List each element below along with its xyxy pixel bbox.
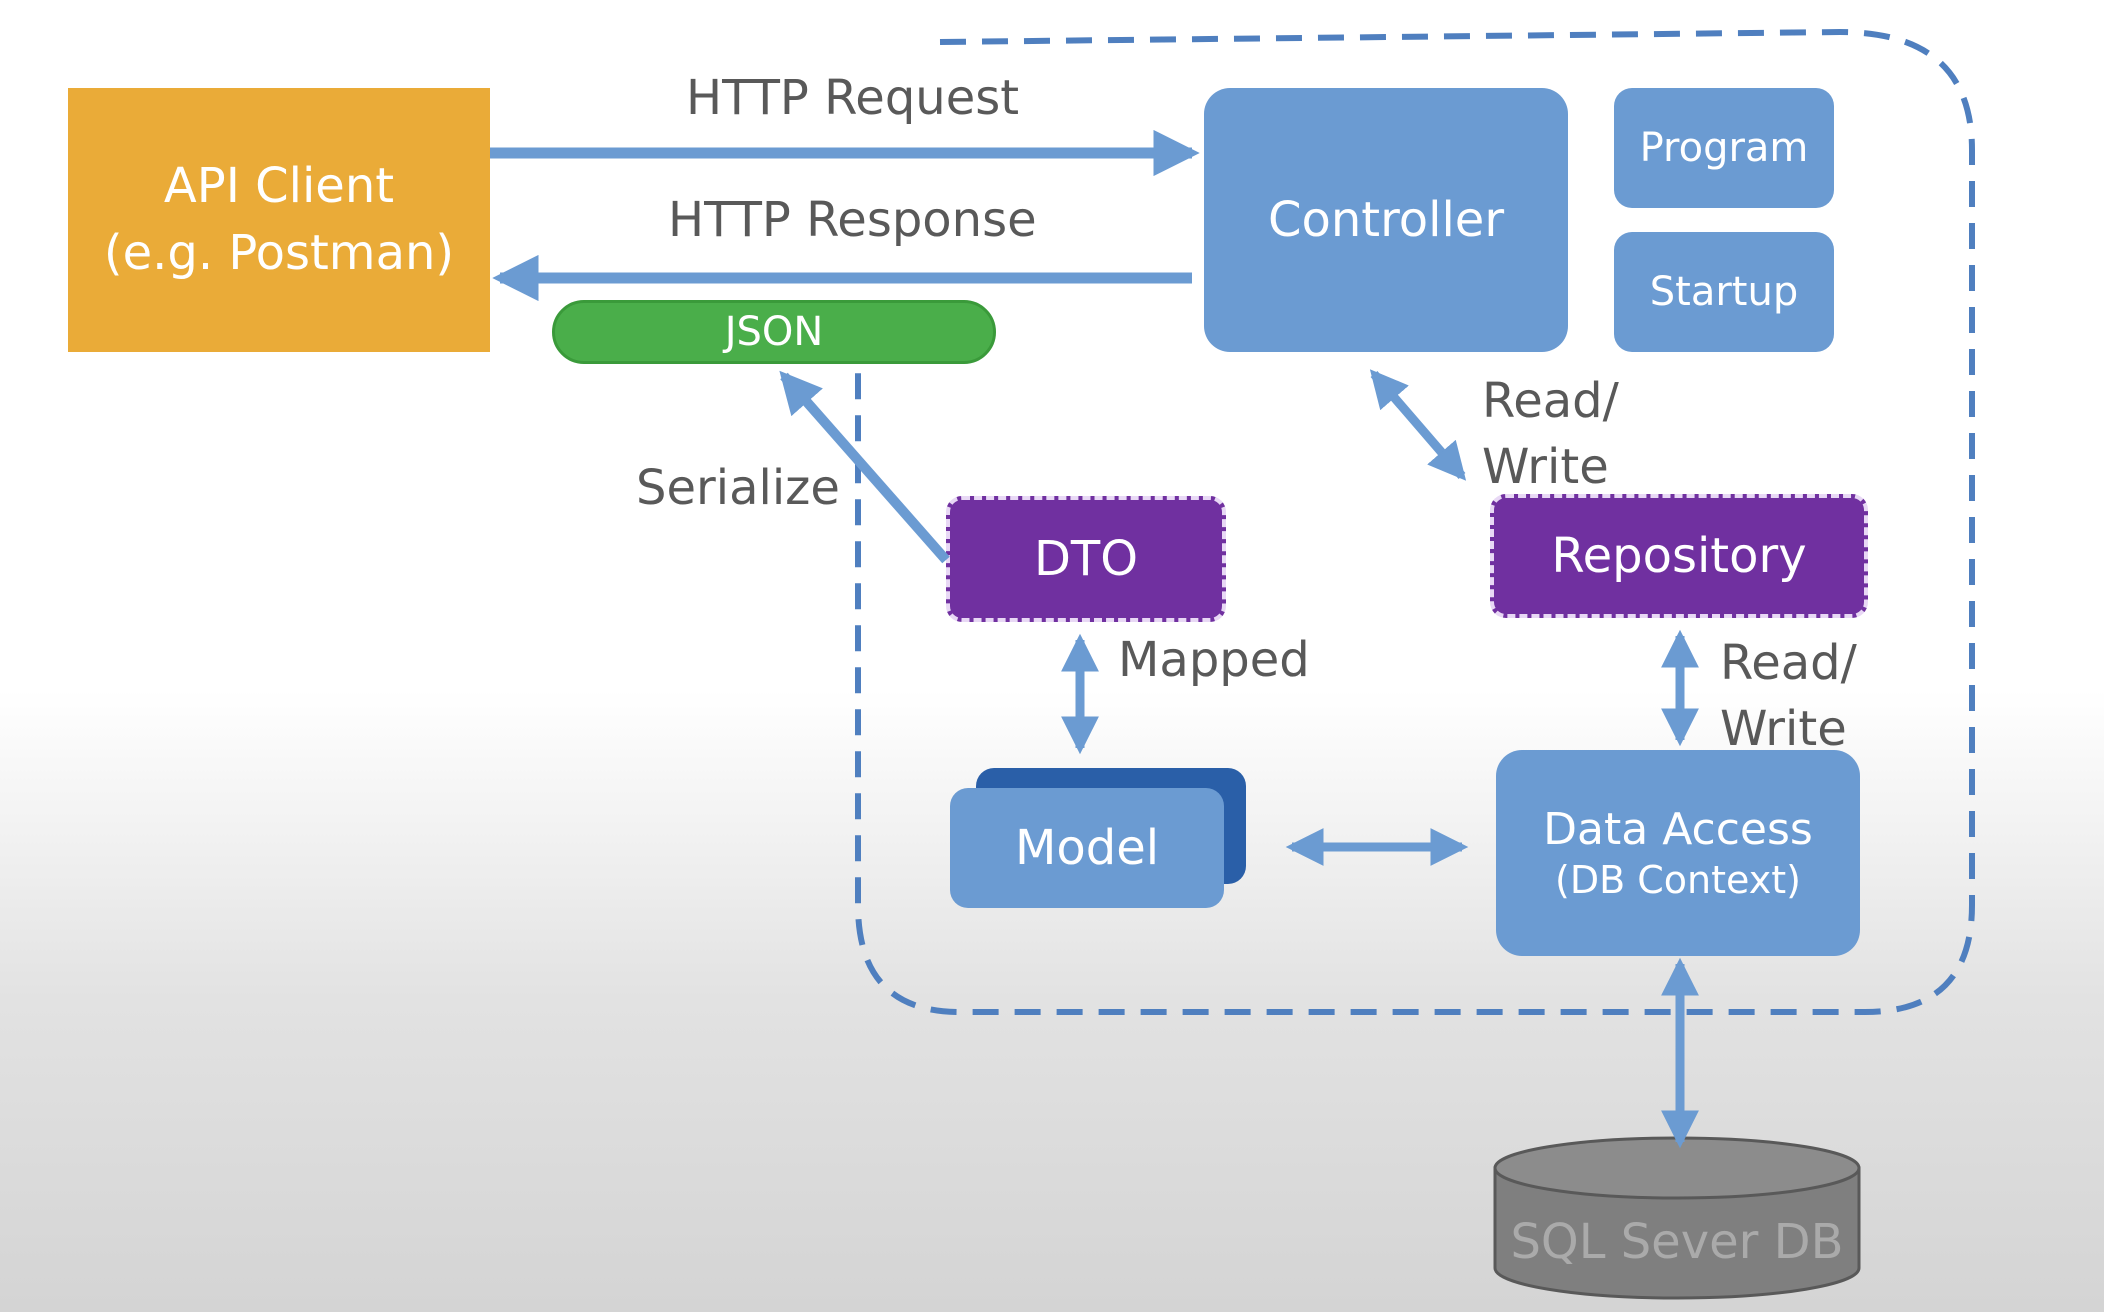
data-access-subtitle: (DB Context) <box>1555 857 1801 902</box>
database-label: SQL Sever DB <box>1510 1214 1844 1270</box>
repo-dataaccess-label: Read/ Write <box>1720 630 1857 762</box>
controller-box: Controller <box>1204 88 1568 352</box>
repo-dataaccess-label-line2: Write <box>1720 701 1847 758</box>
startup-label: Startup <box>1649 269 1799 315</box>
controller-repository-label-line1: Read/ <box>1482 373 1619 429</box>
controller-repository-label: Read/ Write <box>1482 368 1619 500</box>
dto-box: DTO <box>946 496 1226 622</box>
model-box: Model <box>950 788 1224 908</box>
controller-repository-label-line2: Write <box>1482 439 1609 496</box>
controller-label: Controller <box>1267 191 1505 248</box>
http-response-label: HTTP Response <box>668 192 1037 248</box>
api-client-subtitle: (e.g. Postman) <box>103 225 455 281</box>
application-boundary <box>855 28 1975 1015</box>
database-cylinder <box>1493 1136 1861 1300</box>
api-client-box: API Client (e.g. Postman) <box>68 88 490 352</box>
json-label: JSON <box>724 309 824 355</box>
data-access-title: Data Access <box>1543 803 1813 855</box>
mapped-label: Mapped <box>1118 632 1310 688</box>
database-box: SQL Sever DB <box>1495 1200 1859 1284</box>
data-access-box: Data Access (DB Context) <box>1496 750 1860 956</box>
serialize-label: Serialize <box>636 460 840 516</box>
repository-label: Repository <box>1551 527 1807 584</box>
dto-label: DTO <box>1033 530 1139 587</box>
program-box: Program <box>1614 88 1834 208</box>
api-client-title: API Client <box>163 157 395 214</box>
http-request-label: HTTP Request <box>686 70 1020 126</box>
json-pill: JSON <box>552 300 996 364</box>
repo-dataaccess-label-line1: Read/ <box>1720 635 1857 691</box>
program-label: Program <box>1639 125 1809 171</box>
startup-box: Startup <box>1614 232 1834 352</box>
model-label: Model <box>1014 819 1160 876</box>
repository-box: Repository <box>1490 494 1868 618</box>
